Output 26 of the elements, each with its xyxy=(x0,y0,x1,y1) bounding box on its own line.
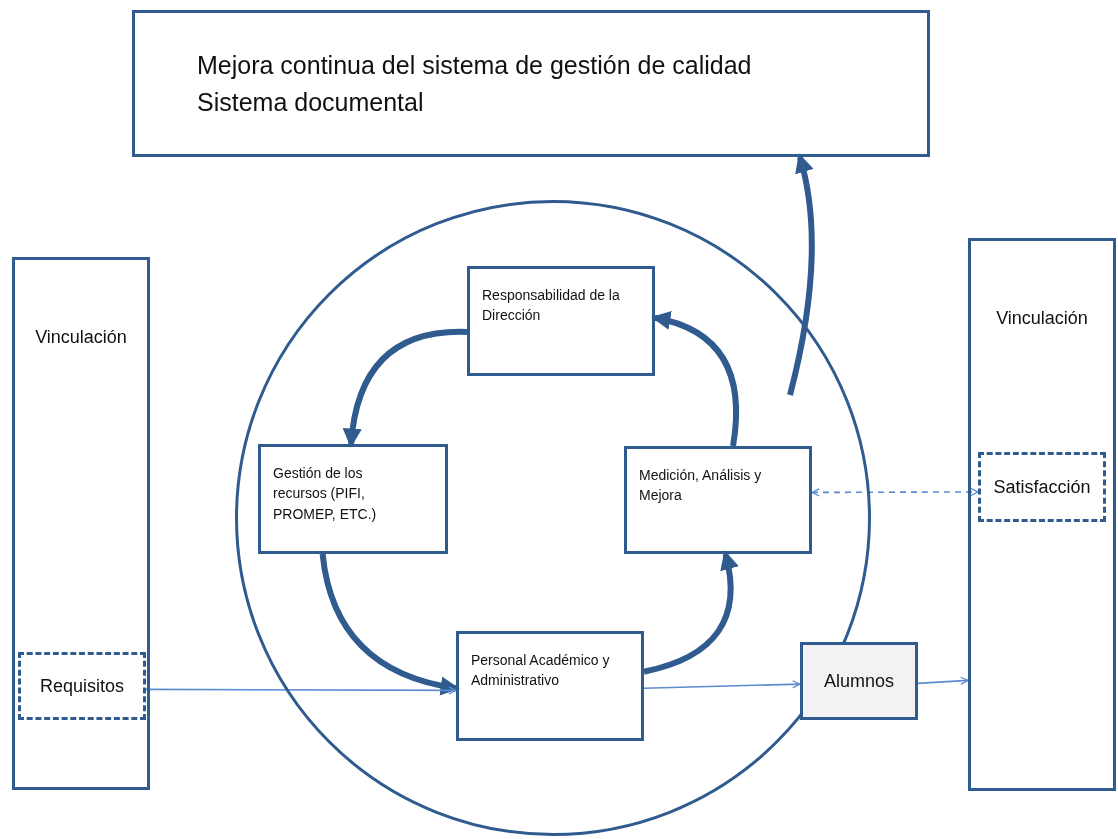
box-label: Personal Académico y Administrativo xyxy=(471,651,611,691)
box-label: Gestión de los recursos (PIFI, PROMEP, ETC.) xyxy=(273,464,378,524)
box-label: Sistema documental xyxy=(197,86,424,118)
process-box xyxy=(800,642,918,720)
arrow xyxy=(643,680,801,689)
box-label: Vinculación xyxy=(996,307,1088,330)
process-box xyxy=(624,446,812,554)
arrow xyxy=(145,686,457,695)
side-panel xyxy=(968,238,1116,791)
side-panel xyxy=(12,257,150,790)
box-label: Satisfacción xyxy=(993,475,1091,499)
box-label: Mejora continua del sistema de gestión de calidad xyxy=(197,50,752,82)
box-label: Requisitos xyxy=(39,674,124,698)
process-box xyxy=(456,631,644,741)
heading-box xyxy=(132,10,930,157)
box-label: Responsabilidad de la Dirección xyxy=(482,286,621,326)
dashed-box xyxy=(18,652,146,720)
arrow xyxy=(811,487,979,497)
arrow xyxy=(643,550,739,675)
box-label: Vinculación xyxy=(35,326,127,349)
dashed-box xyxy=(978,452,1106,522)
process-box xyxy=(258,444,448,554)
arrow xyxy=(917,676,969,686)
box-label: Alumnos xyxy=(824,669,894,693)
process-box xyxy=(467,266,655,376)
box-label: Medición, Análisis y Mejora xyxy=(639,466,763,506)
